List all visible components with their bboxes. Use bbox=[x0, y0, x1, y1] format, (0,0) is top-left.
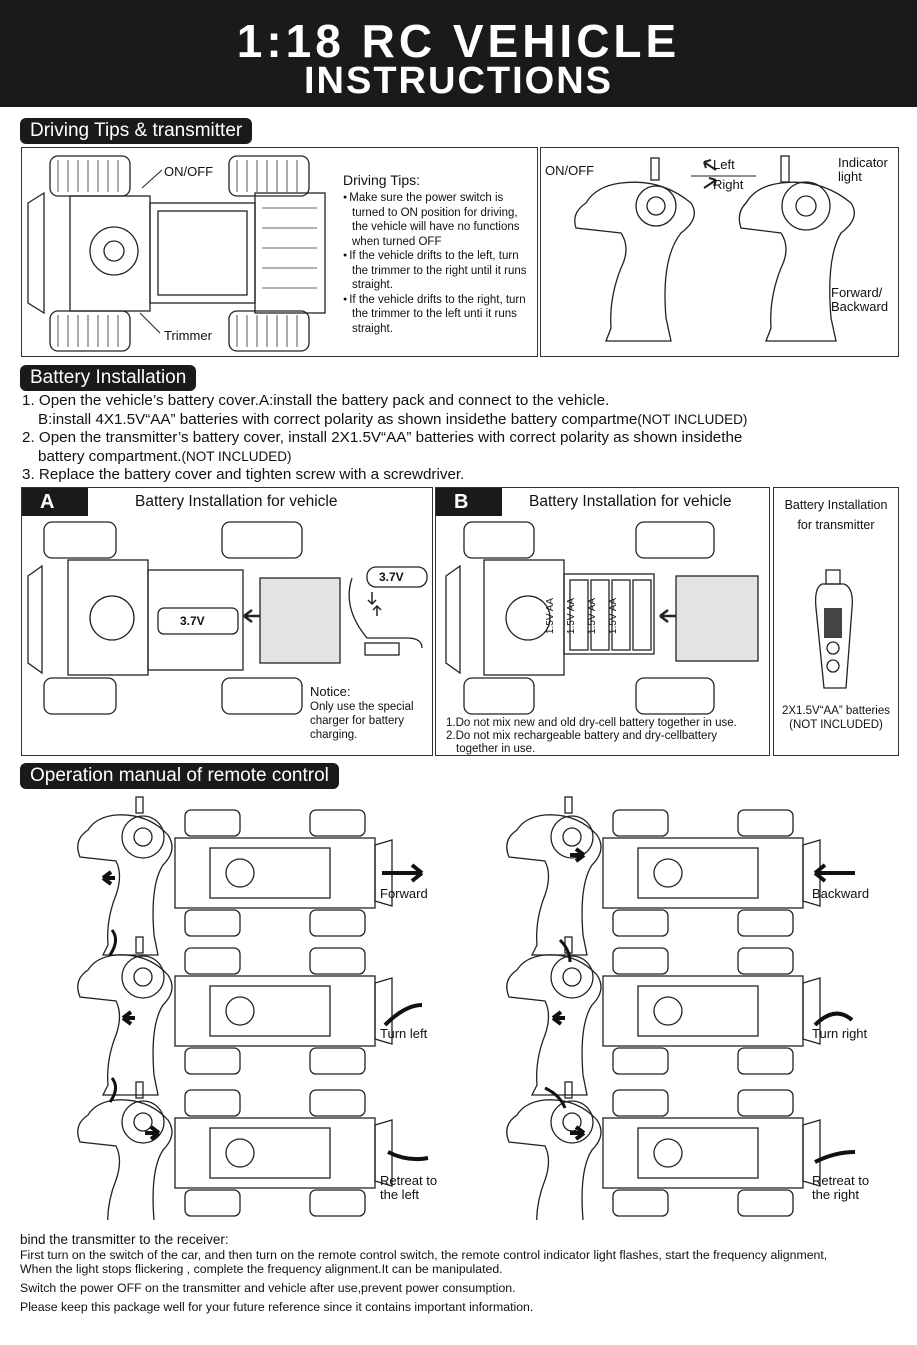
panel-a-title: Battery Installation for vehicle bbox=[135, 493, 338, 510]
op-retreat-left-l2: the left bbox=[380, 1187, 420, 1202]
bind-heading: bind the transmitter to the receiver: bbox=[20, 1232, 229, 1247]
cell-label-4: 1.5V AA bbox=[608, 597, 619, 635]
transmitter-illustration bbox=[574, 155, 855, 342]
car-top-view-illustration bbox=[27, 155, 326, 352]
tx-backward-label: Backward bbox=[831, 299, 889, 314]
car-top-view-panel: ON/OFF Trimmer Driving Tips: Make sure t… bbox=[21, 147, 538, 357]
tx-light-label: light bbox=[838, 169, 862, 184]
transmitter-front-view bbox=[738, 155, 855, 342]
op-turn-right: Turn right bbox=[812, 1026, 868, 1041]
driving-tip: If the vehicle drifts to the right, turn… bbox=[343, 293, 535, 337]
op-retreat-left-l1: Retreat to bbox=[380, 1173, 438, 1188]
driving-tip: If the vehicle drifts to the left, turn … bbox=[343, 249, 535, 293]
panel-b-note2: 2.Do not mix rechargeable battery and dr… bbox=[446, 730, 718, 742]
battery-panel-transmitter: Battery Installation for transmitter 2X1… bbox=[773, 487, 899, 756]
title-line2: INSTRUCTIONS bbox=[304, 60, 613, 102]
tx-forward-label: Forward/ bbox=[831, 285, 883, 300]
panel-b-tag: B bbox=[436, 488, 502, 516]
car-on-off-label: ON/OFF bbox=[164, 164, 214, 179]
battery-step-1b: B:install 4X1.5V“AA” batteries with corr… bbox=[38, 410, 748, 428]
notice-line3: charging. bbox=[310, 729, 358, 741]
panel-b-title: Battery Installation for vehicle bbox=[529, 493, 732, 510]
panel-b-note1: 1.Do not mix new and old dry-cell batter… bbox=[446, 717, 737, 729]
driving-heading: Driving Tips & transmitter bbox=[20, 118, 253, 144]
vehicle-battery-pack-illustration bbox=[27, 521, 428, 715]
panel-c-title-l2: for transmitter bbox=[797, 518, 875, 532]
bind-line1: First turn on the switch of the car, and… bbox=[20, 1248, 828, 1262]
tx-right-label: Right bbox=[713, 177, 744, 192]
op-retreat-right-l1: Retreat to bbox=[812, 1173, 870, 1188]
tx-on-off-label: ON/OFF bbox=[545, 163, 595, 178]
tx-indicator-label: Indicator bbox=[838, 155, 888, 170]
panel-c-batteries: 2X1.5V“AA” batteries bbox=[781, 705, 891, 717]
bind-instructions: bind the transmitter to the receiver: Fi… bbox=[20, 1232, 900, 1315]
title-line1: 1:18 RC VEHICLE bbox=[236, 15, 681, 67]
operation-illustrations bbox=[77, 796, 856, 1220]
bind-line2: When the light stops flickering , comple… bbox=[20, 1262, 503, 1276]
driving-tips: Driving Tips: Make sure the power switch… bbox=[343, 172, 535, 336]
car-trimmer-label: Trimmer bbox=[164, 328, 212, 343]
cell-label-2: 1.5V AA bbox=[566, 597, 577, 635]
keep-package-line: Please keep this package well for your f… bbox=[20, 1300, 534, 1314]
pack-label-connector: 3.7V bbox=[379, 570, 404, 584]
driving-tips-title: Driving Tips: bbox=[343, 172, 421, 188]
notice-line2: charger for battery bbox=[310, 715, 404, 727]
transmitter-side-view bbox=[574, 157, 695, 342]
notice-line1: Only use the special bbox=[310, 701, 414, 713]
transmitter-panel: ON/OFF Left Right Indicator light Forwar… bbox=[540, 147, 899, 357]
battery-panel-b: B Battery Installation for vehicle 1.5V … bbox=[435, 487, 770, 756]
cell-label-3: 1.5V AA bbox=[587, 597, 598, 635]
battery-step-2b: battery compartment.(NOT INCLUDED) bbox=[38, 447, 292, 465]
panel-c-title-l1: Battery Installation bbox=[784, 498, 888, 512]
tx-left-label: Left bbox=[713, 157, 735, 172]
op-retreat-right-l2: the right bbox=[812, 1187, 859, 1202]
op-turn-left: Turn left bbox=[380, 1026, 428, 1041]
battery-heading: Battery Installation bbox=[20, 365, 197, 391]
battery-step-1: 1. Open the vehicle’s battery cover.A:in… bbox=[22, 392, 610, 409]
pack-label-compartment: 3.7V bbox=[180, 614, 205, 628]
op-forward: Forward bbox=[380, 886, 428, 901]
transmitter-battery-illustration bbox=[814, 569, 853, 689]
cell-label-1: 1.5V AA bbox=[545, 597, 556, 635]
notice-title: Notice: bbox=[310, 684, 351, 699]
page-header: 1:18 RC VEHICLE INSTRUCTIONS bbox=[0, 0, 917, 107]
battery-panel-a: A Battery Installation for vehicle 3.7V … bbox=[21, 487, 433, 756]
operation-heading: Operation manual of remote control bbox=[20, 763, 339, 789]
op-backward: Backward bbox=[812, 886, 870, 901]
battery-step-3: 3. Replace the battery cover and tighten… bbox=[22, 466, 465, 483]
driving-tip: Make sure the power switch is turned to … bbox=[343, 191, 535, 249]
power-off-line: Switch the power OFF on the transmitter … bbox=[20, 1281, 516, 1295]
battery-steps: 1. Open the vehicle’s battery cover.A:in… bbox=[22, 392, 902, 485]
vehicle-aa-batteries-illustration bbox=[445, 521, 759, 715]
battery-step-2: 2. Open the transmitter’s battery cover,… bbox=[22, 429, 743, 446]
panel-b-note2b: together in use. bbox=[456, 743, 536, 755]
panel-c-not-included: (NOT INCLUDED) bbox=[789, 719, 883, 731]
panel-a-tag: A bbox=[22, 488, 88, 516]
